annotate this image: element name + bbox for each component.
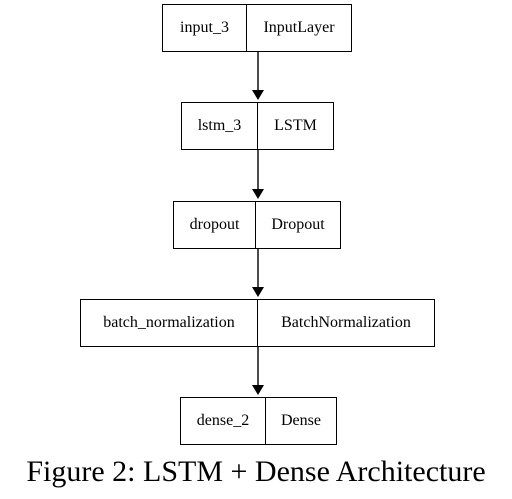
node-type: LSTM: [274, 117, 317, 134]
node-type: BatchNormalization: [281, 314, 411, 331]
node-name: batch_normalization: [81, 300, 258, 346]
node-dense-2: dense_2 Dense: [180, 397, 337, 445]
node-name: dense_2: [181, 398, 266, 444]
node-input-3: input_3 InputLayer: [162, 4, 352, 52]
node-name: lstm_3: [182, 103, 258, 149]
figure-caption: Figure 2: LSTM + Dense Architecture: [26, 455, 486, 488]
node-name: dropout: [174, 202, 256, 248]
node-type: Dense: [281, 412, 321, 429]
node-batch-normalization: batch_normalization BatchNormalization: [80, 299, 435, 347]
node-dropout: dropout Dropout: [173, 201, 341, 249]
node-lstm-3: lstm_3 LSTM: [181, 102, 334, 150]
node-type: InputLayer: [263, 19, 335, 36]
node-name: input_3: [163, 5, 247, 51]
node-type: Dropout: [271, 216, 325, 233]
